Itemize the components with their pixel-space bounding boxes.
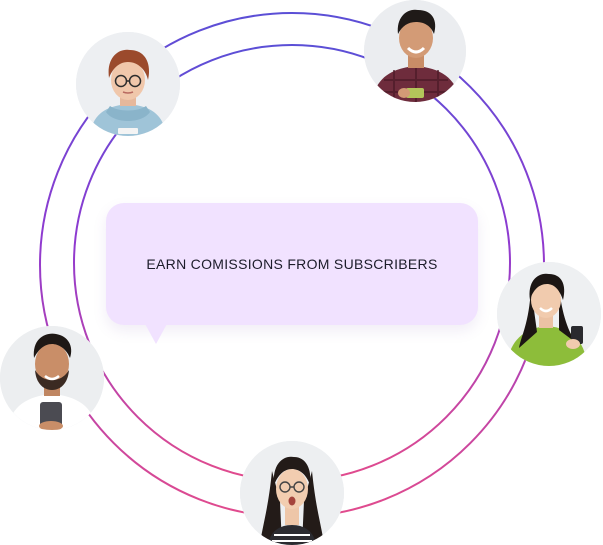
bearded-man-phone-icon [0,326,104,430]
callout-text: EARN COMISSIONS FROM SUBSCRIBERS [146,256,438,272]
man-plaid-shirt-phone-icon [364,0,466,102]
callout-tail [144,322,168,344]
surprised-woman-glasses-icon [240,441,344,545]
callout-bubble: EARN COMISSIONS FROM SUBSCRIBERS [106,203,478,325]
woman-green-sweater-phone-icon [497,262,601,366]
woman-with-glasses-hoodie-icon [76,32,180,136]
